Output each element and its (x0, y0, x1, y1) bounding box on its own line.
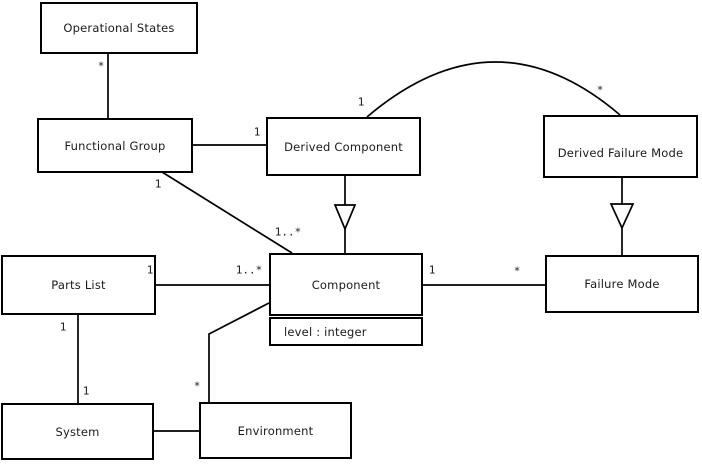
multiplicity-system-end: 1 (82, 384, 90, 398)
class-name-label: Functional Group (64, 138, 166, 153)
class-functional-group[interactable]: Functional Group (37, 118, 193, 173)
class-name-label: Environment (237, 423, 314, 438)
class-name-label: Operational States (63, 21, 175, 35)
class-name-label: Component (311, 277, 381, 292)
class-name-label: Parts List (51, 278, 106, 292)
class-component-attribute-compartment[interactable]: level : integer (269, 317, 423, 346)
multiplicity-arc-derivedfailuremode-end: * (596, 83, 604, 97)
multiplicity-operationalstates-end: * (97, 59, 105, 73)
class-name-label: System (55, 424, 100, 439)
class-derived-component[interactable]: Derived Component (266, 117, 421, 176)
multiplicity-derivedcomponent-end: 1 (253, 125, 261, 139)
attribute-label: level : integer (284, 324, 367, 339)
multiplicity-partslist-system-end: 1 (59, 320, 67, 334)
multiplicity-functionalgroup-end: 1 (154, 177, 162, 191)
class-name-label: Failure Mode (584, 277, 660, 291)
class-component[interactable]: Component (269, 253, 423, 316)
association-component-environment (208, 302, 270, 403)
multiplicity-component-end-fm: 1 (428, 263, 436, 277)
class-parts-list[interactable]: Parts List (1, 255, 156, 315)
association-arc-derivedcomponent-derivedfailuremode (366, 61, 621, 118)
multiplicity-partslist-end: 1 (146, 263, 154, 277)
class-name-label: Derived Failure Mode (557, 146, 684, 160)
multiplicity-component-end-fg: 1..* (274, 225, 302, 239)
multiplicity-environment-end: * (193, 379, 201, 393)
class-name-label: Derived Component (284, 139, 403, 154)
multiplicity-component-end-pl: 1..* (235, 263, 263, 277)
class-derived-failure-mode[interactable]: Derived Failure Mode (543, 115, 698, 178)
generalization-arrowhead-derivedcomponent (333, 204, 357, 232)
multiplicity-arc-derivedcomponent-end: 1 (357, 95, 365, 109)
association-functionalgroup-component (161, 171, 293, 254)
class-operational-states[interactable]: Operational States (40, 2, 198, 54)
multiplicity-failuremode-end: * (513, 264, 521, 278)
generalization-arrowhead-derivedfailuremode (609, 203, 635, 231)
class-system[interactable]: System (1, 403, 154, 460)
class-environment[interactable]: Environment (199, 402, 352, 459)
class-failure-mode[interactable]: Failure Mode (545, 255, 699, 313)
